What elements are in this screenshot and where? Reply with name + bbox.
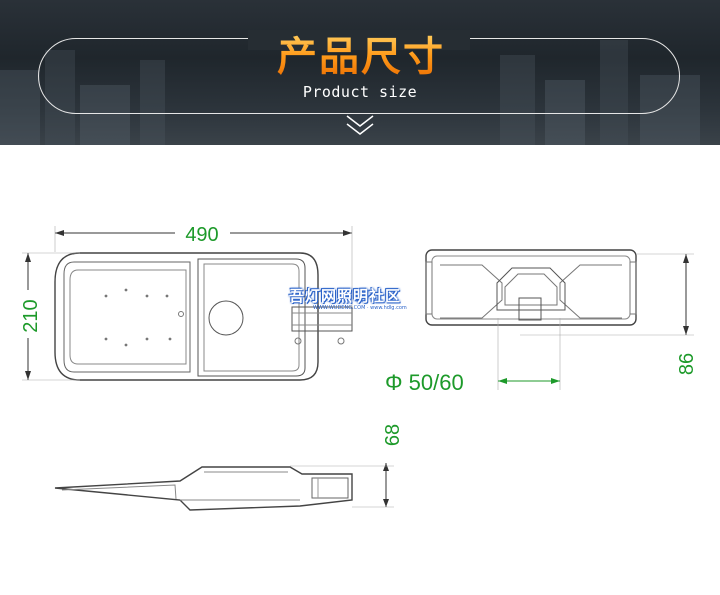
page-subtitle: Product size xyxy=(302,83,418,101)
chevron-down-icon xyxy=(346,115,374,135)
side-height-dimension-label: 68 xyxy=(382,424,404,446)
front-view-drawing xyxy=(425,249,694,390)
header-banner: 产品尺寸 Product size xyxy=(0,0,720,145)
title-frame-gap xyxy=(248,30,470,50)
watermark: 吾灯网照明社区 WWW.WUDENG.COM · www.hdlg.com xyxy=(289,285,429,311)
watermark-text: 吾灯网照明社区 xyxy=(289,287,402,305)
width-dimension-label: 210 xyxy=(20,299,42,332)
height-dimension-label: 86 xyxy=(676,353,698,375)
technical-drawing: 490 210 86 68 Φ 50/60 xyxy=(20,224,698,511)
length-dimension-label: 490 xyxy=(185,224,218,246)
page-title: 产品尺寸 xyxy=(266,24,456,82)
pole-diameter-label: Φ 50/60 xyxy=(385,370,464,395)
side-view-drawing xyxy=(54,463,394,511)
top-view-drawing xyxy=(22,226,353,381)
watermark-subtext: WWW.WUDENG.COM · www.hdlg.com xyxy=(313,305,407,311)
